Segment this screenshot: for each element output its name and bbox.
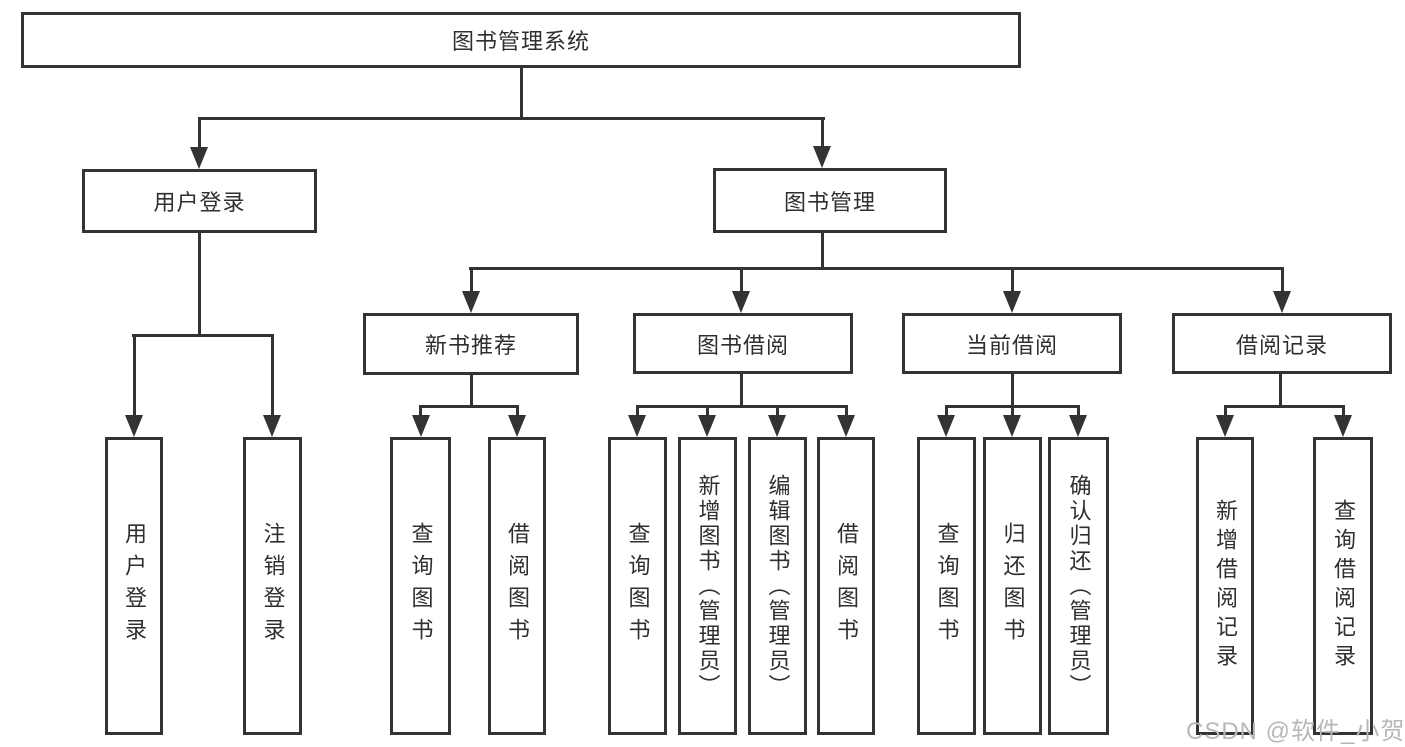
connector-section-stem [1281,267,1284,294]
connector-section-stem [470,267,473,294]
node-book-management: 图书管理 [713,168,947,233]
node-user-login-label: 用户登录 [153,190,246,215]
arrow-down-icon [508,415,526,437]
leaf-query-borrow-record: 查询借阅记录 [1313,437,1373,735]
arrow-down-icon [1334,415,1352,437]
leaf-query-books-3: 查询图书 [917,437,976,735]
node-new-book-recommend-label: 新书推荐 [424,333,517,358]
arrow-down-icon [125,415,143,437]
leaf-add-books-admin: 新增图书（管理员） [678,437,737,735]
arrow-down-icon [462,291,480,313]
leaf-confirm-return-admin-label: 确认归还（管理员） [1066,473,1092,699]
node-current-borrow: 当前借阅 [902,313,1122,374]
arrow-down-icon [837,415,855,437]
node-book-borrow: 图书借阅 [633,313,853,374]
leaf-query-borrow-record-label: 查询借阅记录 [1331,499,1356,673]
leaf-borrow-books-2: 借阅图书 [817,437,875,735]
connector-section-stem [740,267,743,294]
arrow-down-icon [937,415,955,437]
connector-book-mgmt-stem [821,117,824,149]
connector-borrow-records-rail [1224,405,1344,408]
connector-book-mgmt-rail [469,267,1283,270]
connector-root-stem [520,66,523,119]
connector-leaf-stem [1011,405,1014,418]
leaf-return-books-label: 归还图书 [1000,522,1026,650]
arrow-down-icon [768,415,786,437]
connector-root-rail [198,117,825,120]
node-current-borrow-label: 当前借阅 [965,332,1058,358]
node-borrow-records: 借阅记录 [1172,313,1392,374]
arrow-down-icon [263,415,281,437]
connector-leaf-stem [1342,405,1345,418]
connector-user-login-stem [198,117,201,150]
leaf-add-books-admin-label: 新增图书（管理员） [695,473,721,699]
connector-book-mgmt-down [821,232,824,269]
node-root-label: 图书管理系统 [451,29,590,54]
node-user-login: 用户登录 [82,169,317,233]
connector-leaf-stem [845,405,848,418]
leaf-query-books-3-label: 查询图书 [934,522,960,650]
leaf-borrow-books-2-label: 借阅图书 [834,522,859,650]
arrow-down-icon [1003,415,1021,437]
node-borrow-records-label: 借阅记录 [1235,332,1328,358]
leaf-query-books-2: 查询图书 [608,437,667,735]
connector-book-borrow-down [740,374,743,408]
csdn-watermark: CSDN @软件_小贺同学 [1186,718,1405,745]
arrow-down-icon [628,415,646,437]
arrow-down-icon [1069,415,1087,437]
node-book-management-label: 图书管理 [783,189,876,215]
connector-borrow-records-down [1279,374,1282,408]
leaf-edit-books-admin-label: 编辑图书（管理员） [765,473,791,699]
leaf-borrow-books-1: 借阅图书 [488,437,546,735]
leaf-confirm-return-admin: 确认归还（管理员） [1048,437,1109,735]
arrow-down-icon [1003,291,1021,313]
leaf-logout-label: 注销登录 [260,522,286,650]
leaf-user-login: 用户登录 [105,437,163,735]
connector-leaf-stem [419,405,422,418]
connector-section-stem [1011,267,1014,294]
arrow-down-icon [1216,415,1234,437]
connector-user-login-rail [132,334,273,337]
leaf-query-books-1-label: 查询图书 [408,522,434,650]
node-book-borrow-label: 图书借阅 [696,332,789,358]
connector-leaf-stem [1224,405,1227,418]
leaf-borrow-books-1-label: 借阅图书 [505,522,530,650]
leaf-query-books-1: 查询图书 [390,437,451,735]
arrow-down-icon [732,291,750,313]
leaf-return-books: 归还图书 [983,437,1042,735]
leaf-logout: 注销登录 [243,437,302,735]
connector-leaf-stem [636,405,639,418]
connector-leaf-stem [776,405,779,418]
node-new-book-recommend: 新书推荐 [363,313,579,375]
connector-leaf-stem [1077,405,1080,418]
arrow-down-icon [190,147,208,169]
connector-new-book-rail [419,405,519,408]
connector-book-borrow-rail [636,405,847,408]
connector-leaf-stem [516,405,519,418]
connector-current-borrow-down [1011,374,1014,408]
leaf-add-borrow-record: 新增借阅记录 [1196,437,1254,735]
arrow-down-icon [412,415,430,437]
leaf-query-books-2-label: 查询图书 [625,522,651,650]
node-root: 图书管理系统 [21,12,1021,68]
arrow-down-icon [1273,291,1291,313]
leaf-add-borrow-record-label: 新增借阅记录 [1213,499,1238,673]
connector-user-login-down [198,232,201,336]
connector-new-book-down [470,374,473,408]
connector-leaf-stem [945,405,948,418]
connector-leaf-stem [133,334,136,418]
arrow-down-icon [813,146,831,168]
leaf-edit-books-admin: 编辑图书（管理员） [748,437,807,735]
leaf-user-login-label: 用户登录 [122,522,147,650]
connector-leaf-stem [706,405,709,418]
arrow-down-icon [698,415,716,437]
connector-leaf-stem [271,334,274,418]
